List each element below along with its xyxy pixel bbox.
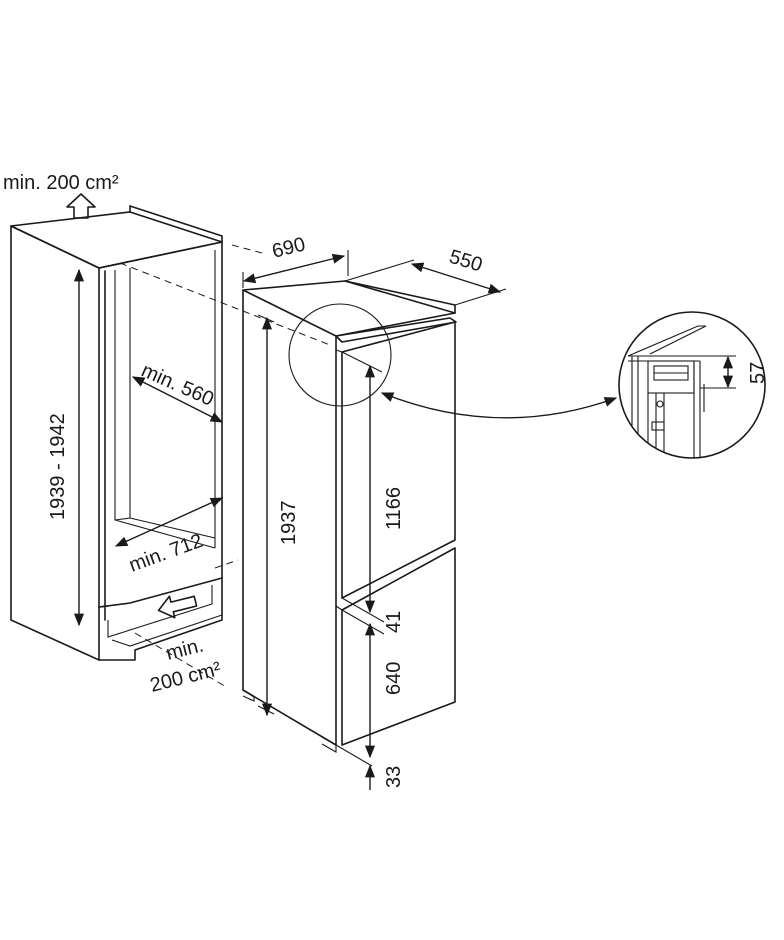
top-airflow-label: min. 200 cm² <box>3 172 119 194</box>
niche-width-label: min. 712 <box>126 530 206 577</box>
appliance-body <box>242 280 457 753</box>
detail-magnifier-circle <box>288 303 392 407</box>
appliance-height-label: 1937 <box>278 501 300 546</box>
bottom-airflow-label-2: 200 cm² <box>148 658 224 697</box>
appliance-depth-label: 690 <box>270 233 308 262</box>
upper-door-label: 1166 <box>383 487 405 530</box>
bottom-gap-label: 33 <box>383 766 405 788</box>
up-arrow-icon <box>66 193 96 219</box>
hinge-label: 57 <box>747 362 769 384</box>
appliance-depth-dimension <box>242 253 346 284</box>
niche-width-dimension <box>114 497 224 547</box>
bottom-airflow-arrow <box>157 595 198 619</box>
lower-door-label: 640 <box>383 662 405 695</box>
niche-top-cover <box>10 211 223 269</box>
appliance-width-label: 550 <box>447 246 485 277</box>
detail-circle <box>618 311 766 459</box>
lower-door <box>341 547 456 746</box>
niche-depth-dimension <box>131 376 224 423</box>
niche-height-label: 1939 - 1942 <box>47 413 69 520</box>
upper-door <box>341 321 456 599</box>
door-gap-label: 41 <box>383 611 405 633</box>
detail-connector-arrow <box>380 392 618 419</box>
inlet-arrow-icon <box>157 595 198 619</box>
appliance-width-dimension <box>410 262 502 294</box>
niche-cabinet <box>10 205 223 661</box>
top-airflow-arrow <box>66 193 96 219</box>
hinge-detail: 57 <box>618 311 769 459</box>
bottom-airflow-label-1: min. <box>164 634 206 664</box>
